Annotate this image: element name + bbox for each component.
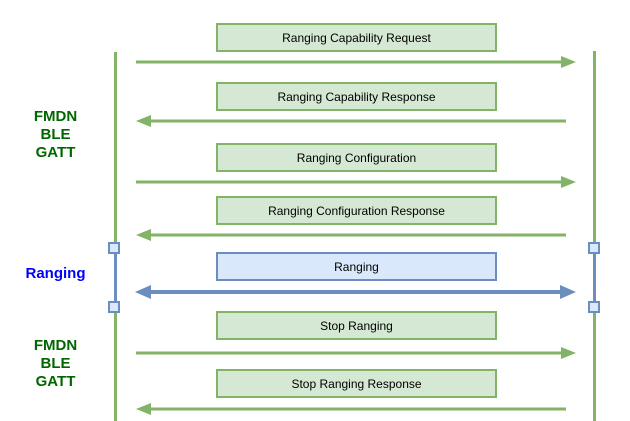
phase-label-line: BLE: [40, 355, 71, 372]
arrow-shaft: [149, 233, 566, 237]
message-label: Ranging Capability Request: [282, 30, 431, 45]
message-arrow-right: [136, 55, 576, 69]
phase-label-fmdn-ble-gatt-bottom: FMDN BLE GATT: [8, 337, 103, 391]
activation-marker-left-bottom: [108, 301, 120, 313]
phase-label-line: GATT: [35, 373, 76, 390]
message-label: Ranging Configuration Response: [268, 203, 445, 218]
arrow-shaft: [149, 119, 566, 123]
arrowhead-left-icon: [136, 229, 151, 241]
lifeline-right-ranging-segment: [593, 248, 596, 308]
arrowhead-right-icon: [561, 176, 576, 188]
arrowhead-right-icon: [561, 347, 576, 359]
arrowhead-right-icon: [561, 56, 576, 68]
arrow-shaft: [136, 180, 563, 184]
arrow-shaft: [149, 407, 566, 411]
phase-label-line: FMDN: [33, 337, 78, 354]
lifeline-left-ranging-segment: [113, 248, 117, 308]
lifeline-left: [113, 52, 117, 421]
message-arrow-left: [136, 228, 566, 242]
arrowhead-left-icon: [136, 115, 151, 127]
arrow-shaft: [136, 351, 563, 355]
phase-label-line: FMDN: [33, 108, 78, 125]
message-arrow-right: [136, 175, 576, 189]
phase-label-line: BLE: [40, 126, 71, 143]
message-box-ranging-capability-response: Ranging Capability Response: [216, 82, 497, 111]
phase-label-ranging: Ranging: [8, 265, 103, 283]
message-label: Stop Ranging: [320, 318, 393, 333]
arrowhead-left-icon: [135, 285, 151, 299]
activation-marker-right-bottom: [588, 301, 600, 313]
message-label: Ranging Capability Response: [277, 89, 436, 104]
message-arrow-right: [136, 346, 576, 360]
lifeline-right: [593, 51, 596, 421]
activation-marker-right-top: [588, 242, 600, 254]
message-label: Ranging: [334, 259, 379, 274]
message-arrow-left: [136, 114, 566, 128]
arrowhead-left-icon: [136, 403, 151, 415]
message-box-ranging: Ranging: [216, 252, 497, 281]
message-box-ranging-capability-request: Ranging Capability Request: [216, 23, 497, 52]
message-box-stop-ranging-response: Stop Ranging Response: [216, 369, 497, 398]
message-box-ranging-configuration: Ranging Configuration: [216, 143, 497, 172]
arrow-shaft: [149, 290, 562, 294]
arrowhead-right-icon: [560, 285, 576, 299]
message-arrow-bidirectional: [135, 285, 576, 299]
message-label: Stop Ranging Response: [291, 376, 422, 391]
phase-label-line: GATT: [35, 144, 76, 161]
phase-label-fmdn-ble-gatt-top: FMDN BLE GATT: [8, 108, 103, 162]
phase-label-line: Ranging: [25, 265, 86, 282]
message-box-stop-ranging: Stop Ranging: [216, 311, 497, 340]
activation-marker-left-top: [108, 242, 120, 254]
arrow-shaft: [136, 60, 563, 64]
message-label: Ranging Configuration: [296, 150, 417, 165]
message-box-ranging-configuration-response: Ranging Configuration Response: [216, 196, 497, 225]
message-arrow-left: [136, 402, 566, 416]
